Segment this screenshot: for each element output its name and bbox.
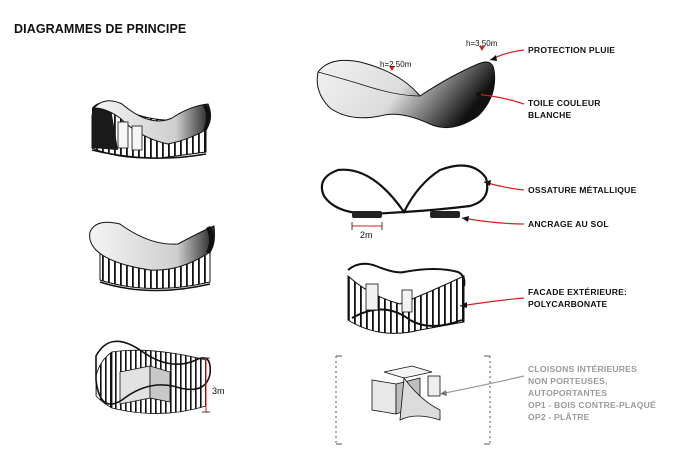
arrow-protection-pluie (489, 49, 525, 61)
arrow-facade (459, 297, 525, 308)
arrow-toile (473, 91, 525, 105)
pavilion-view-2 (89, 221, 215, 292)
label-protection-pluie: PROTECTION PLUIE (528, 45, 616, 55)
label-facade-line-2: POLYCARBONATE (528, 299, 608, 309)
height-high-label: h=3.50m (466, 39, 498, 48)
steel-frame-layer (320, 164, 489, 230)
partitions-layer (335, 355, 491, 445)
canopy-layer (316, 46, 496, 129)
label-cloisons-line-2: NON PORTEUSES, (528, 376, 608, 386)
label-toile-line-2: BLANCHE (528, 110, 572, 120)
arrow-ossature (483, 180, 525, 191)
page-title: DIAGRAMMES DE PRINCIPE (14, 22, 187, 36)
label-cloisons-line-1: CLOISONS INTÉRIEURES (528, 364, 638, 374)
arrow-cloisons (439, 375, 525, 396)
label-cloisons-line-3: AUTOPORTANTES (528, 388, 608, 398)
label-ossature: OSSATURE MÉTALLIQUE (528, 185, 637, 195)
height-dimension-label: 3m (212, 386, 225, 396)
label-toile-line-1: TOILE COULEUR (528, 98, 601, 108)
height-low-label: h=2.50m (380, 60, 412, 69)
width-dimension-label: 2m (360, 230, 373, 240)
pavilion-view-3 (95, 340, 212, 414)
label-cloisons-line-4: OP1 - BOIS CONTRE-PLAQUÉ (528, 400, 656, 410)
label-ancrage: ANCRAGE AU SOL (528, 219, 609, 229)
pavilion-view-1 (91, 100, 212, 159)
leader-arrows (439, 49, 525, 396)
label-facade-line-1: FACADE EXTÉRIEURE: (528, 287, 628, 297)
facade-layer (347, 262, 466, 334)
arrow-ancrage (461, 216, 525, 225)
label-cloisons-line-5: OP2 - PLÂTRE (528, 412, 590, 422)
